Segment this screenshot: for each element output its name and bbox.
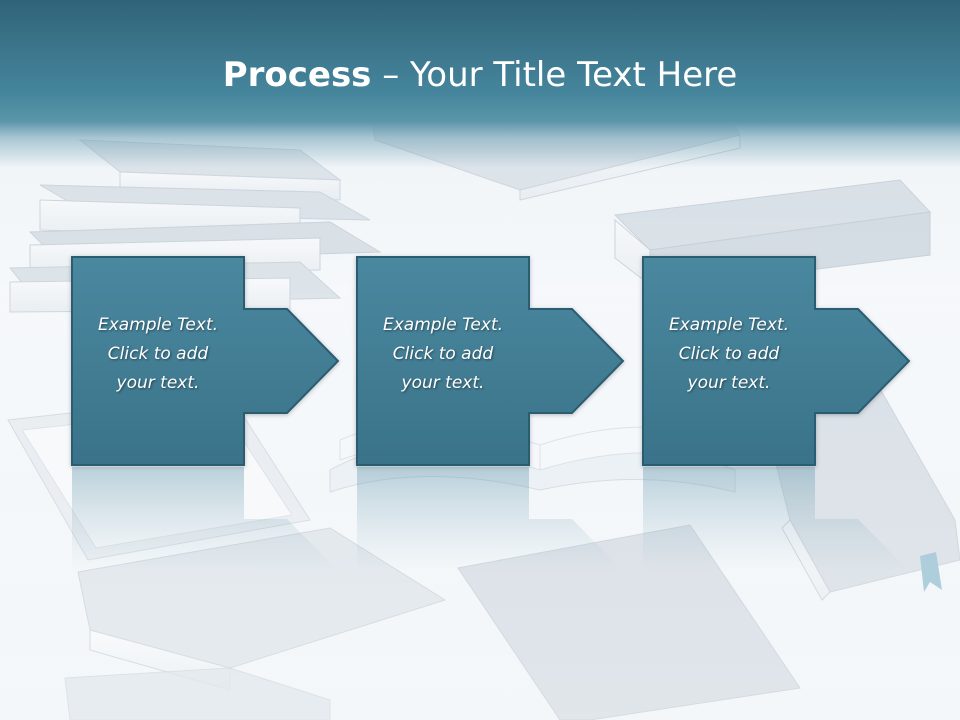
step-2-line-2: Click to add [392, 344, 494, 364]
step-2-text[interactable]: Example Text. Click to add your text. [357, 311, 529, 398]
step-1-shape[interactable] [71, 256, 340, 466]
step-3-shape[interactable] [642, 256, 911, 466]
step-1-line-3: your text. [116, 373, 200, 393]
step-3-line-2: Click to add [678, 344, 780, 364]
title-bold-part: Process [222, 55, 372, 95]
step-3-line-1: Example Text. [668, 315, 790, 335]
step-1-line-2: Click to add [107, 344, 209, 364]
step-3-text[interactable]: Example Text. Click to add your text. [643, 311, 815, 398]
step-1-reflection [72, 467, 338, 571]
step-2-shape[interactable] [356, 256, 625, 466]
title-rest-part: – Your Title Text Here [371, 55, 738, 95]
step-3-reflection [643, 467, 909, 571]
step-2-reflection [357, 467, 623, 571]
step-1-line-1: Example Text. [97, 315, 219, 335]
slide-title[interactable]: Process – Your Title Text Here [0, 52, 960, 98]
step-3-line-3: your text. [687, 373, 771, 393]
header-band [0, 0, 960, 168]
step-2-line-3: your text. [401, 373, 485, 393]
step-1-text[interactable]: Example Text. Click to add your text. [72, 311, 244, 398]
step-2-line-1: Example Text. [382, 315, 504, 335]
